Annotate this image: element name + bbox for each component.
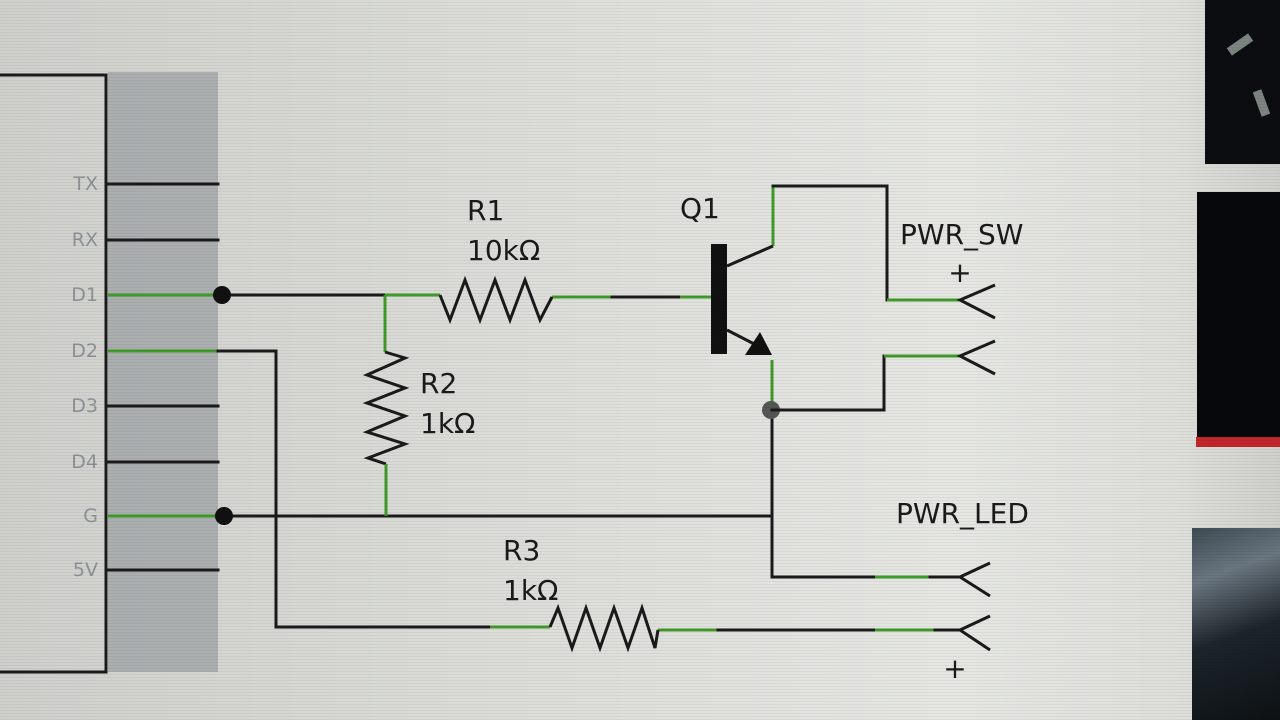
resistor-r2[interactable]: R2 1kΩ (362, 295, 475, 516)
junction-dot (215, 507, 233, 525)
r3-value-label: 1kΩ (503, 574, 558, 607)
header-pin-d2[interactable]: D2 (71, 340, 218, 362)
thumbnail-graphic (1252, 89, 1271, 117)
net-collector[interactable] (771, 184, 960, 302)
pin-label-d1: D1 (71, 284, 98, 306)
connector-pin-icon (956, 283, 996, 320)
r2-value-label: 1kΩ (420, 407, 475, 440)
header-pin-g[interactable]: G (83, 505, 218, 527)
header-pin-d3[interactable]: D3 (71, 395, 220, 417)
r3-ref-label: R3 (503, 534, 540, 567)
pin-label-g: G (83, 505, 98, 527)
pin-label-rx: RX (72, 229, 98, 251)
pwr-sw-label: PWR_SW (900, 218, 1023, 251)
resistor-symbol (438, 275, 554, 325)
connector-pwr-sw[interactable]: PWR_SW + (900, 218, 1023, 376)
resistor-r1[interactable]: R1 10kΩ (438, 194, 554, 325)
connector-pin-icon (956, 614, 991, 652)
pwr-led-label: PWR_LED (896, 497, 1029, 530)
header-pin-d4[interactable]: D4 (71, 451, 220, 473)
transistor-q1[interactable]: Q1 (680, 192, 774, 355)
q1-ref-label: Q1 (680, 192, 720, 225)
r1-value-label: 10kΩ (467, 234, 540, 267)
connector-pwr-led[interactable]: PWR_LED + (896, 497, 1029, 685)
pin-label-d2: D2 (71, 340, 98, 362)
net-d1[interactable] (213, 286, 440, 304)
thumbnail-2[interactable] (1197, 192, 1280, 437)
net-d2[interactable] (216, 349, 550, 629)
connector-pin-icon (956, 339, 996, 376)
pin-label-d4: D4 (71, 451, 98, 473)
connector-pin-icon (956, 561, 991, 598)
header-pin-5v[interactable]: 5V (73, 559, 220, 581)
pin-label-tx: TX (72, 173, 98, 195)
r1-ref-label: R1 (467, 194, 504, 227)
resistor-symbol (362, 350, 410, 466)
selection-indicator (1196, 437, 1280, 447)
thumbnail-graphic (1226, 33, 1254, 56)
thumbnail-1[interactable] (1205, 0, 1280, 164)
header-pin-tx[interactable]: TX (72, 173, 220, 195)
pin-label-5v: 5V (73, 559, 98, 581)
part-selection-highlight (108, 72, 218, 672)
header-outline (0, 73, 108, 674)
transistor-base-bar (711, 244, 727, 354)
emitter-arrow-icon (745, 332, 772, 355)
net-emitter[interactable] (762, 354, 960, 419)
junction-dot (213, 286, 231, 304)
header-part[interactable]: TX RX D1 D2 D3 D4 G 5V (0, 72, 220, 674)
resistor-r3[interactable]: R3 1kΩ (503, 534, 660, 653)
resistor-symbol (548, 603, 660, 653)
header-pin-d1[interactable]: D1 (71, 284, 218, 306)
pwr-sw-plus-label: + (948, 256, 971, 289)
pwr-led-plus-label: + (943, 652, 966, 685)
r2-ref-label: R2 (420, 367, 457, 400)
thumbnail-3[interactable] (1192, 528, 1280, 720)
header-pin-rx[interactable]: RX (72, 229, 220, 251)
net-gnd[interactable] (215, 408, 962, 579)
pin-label-d3: D3 (71, 395, 98, 417)
